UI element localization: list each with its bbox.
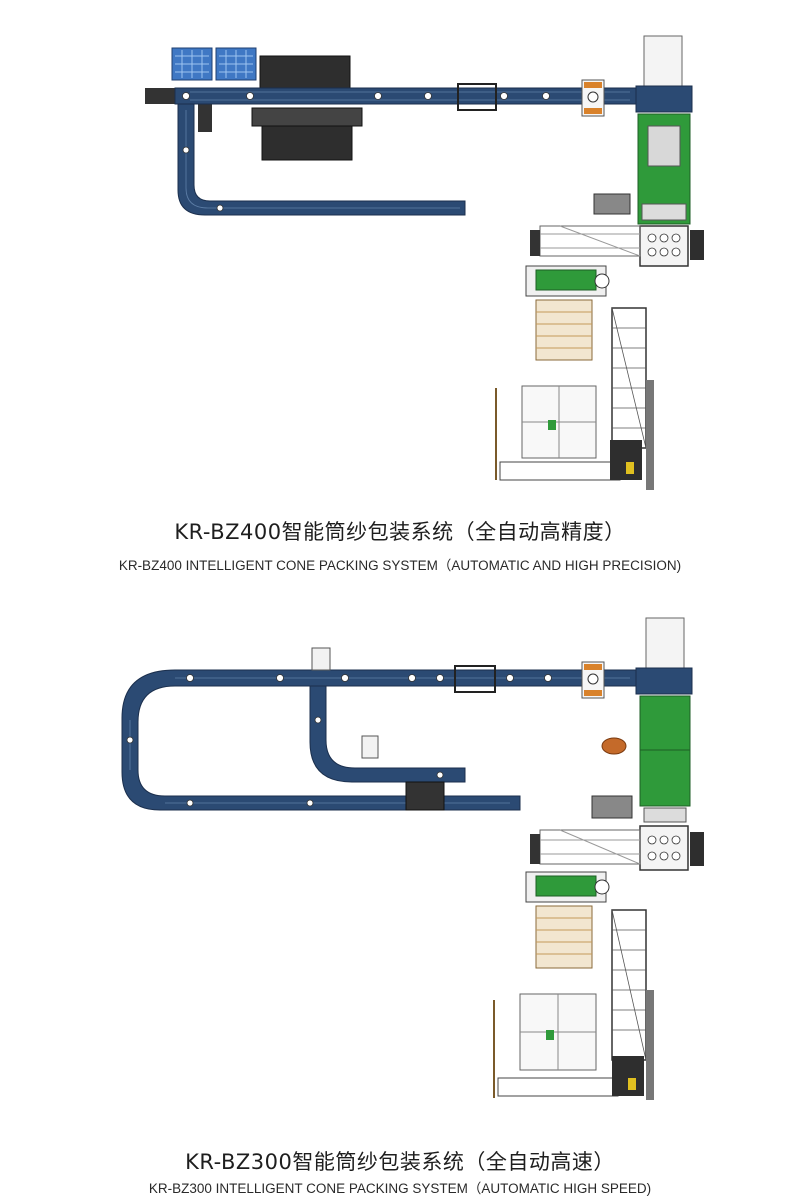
bz300-title-cn: KR-BZ300智能筒纱包装系统（全自动高速）: [185, 1150, 615, 1174]
inner-loop-conveyor: [309, 685, 466, 783]
label-printer-2: [591, 795, 633, 819]
carton-sealer-2: [525, 871, 610, 903]
machine-block-bottom: [261, 125, 353, 161]
orange-weighing-unit: [581, 79, 605, 117]
infeed-chute: [643, 35, 683, 87]
roller-markers: [182, 91, 677, 212]
wrap-station: [405, 781, 445, 811]
carton-transfer-rail-2: [530, 829, 641, 865]
packing-green-belt-2: [639, 695, 691, 823]
return-conveyor: [177, 103, 466, 216]
pallet-stack-left: [171, 47, 213, 81]
entry-block: [145, 88, 175, 104]
main-conveyor-top: [174, 87, 646, 105]
carton-magazine: [535, 299, 593, 361]
label-printer: [593, 193, 631, 215]
bz300-title-en: KR-BZ300 INTELLIGENT CONE PACKING SYSTEM…: [148, 1181, 652, 1196]
box-forming-station-2: [639, 825, 704, 871]
carton-magazine-2: [535, 905, 593, 969]
pallet-stack-right: [215, 47, 257, 81]
inspection-gate-2: [454, 665, 496, 693]
turning-unit: [635, 85, 693, 113]
packing-green-belt: [637, 113, 691, 225]
bz300-layout-drawing: [0, 610, 800, 1140]
upright-frame-top: [311, 647, 331, 671]
turning-unit-2: [635, 667, 693, 695]
machine-frame-mid: [251, 107, 363, 127]
bz400-title-en: KR-BZ400 INTELLIGENT CONE PACKING SYSTEM…: [118, 558, 682, 573]
infeed-chute-2: [645, 617, 685, 671]
palletizer-area: [495, 385, 642, 481]
orange-weighing-unit-2: [581, 661, 605, 699]
palletizer-area-2: [493, 993, 644, 1098]
bz400-title-cn: KR-BZ400智能筒纱包装系统（全自动高精度）: [174, 520, 626, 544]
carton-sealer: [525, 265, 610, 297]
carton-transfer-rail: [530, 225, 641, 257]
box-forming-station: [639, 225, 704, 267]
bz400-layout-drawing: [0, 0, 800, 505]
upright-frame-mid: [361, 735, 379, 759]
machine-block-top: [259, 55, 351, 89]
outer-loop-conveyor: [121, 669, 641, 811]
orange-robot-gripper: [601, 737, 627, 755]
inspection-gate: [457, 83, 497, 111]
